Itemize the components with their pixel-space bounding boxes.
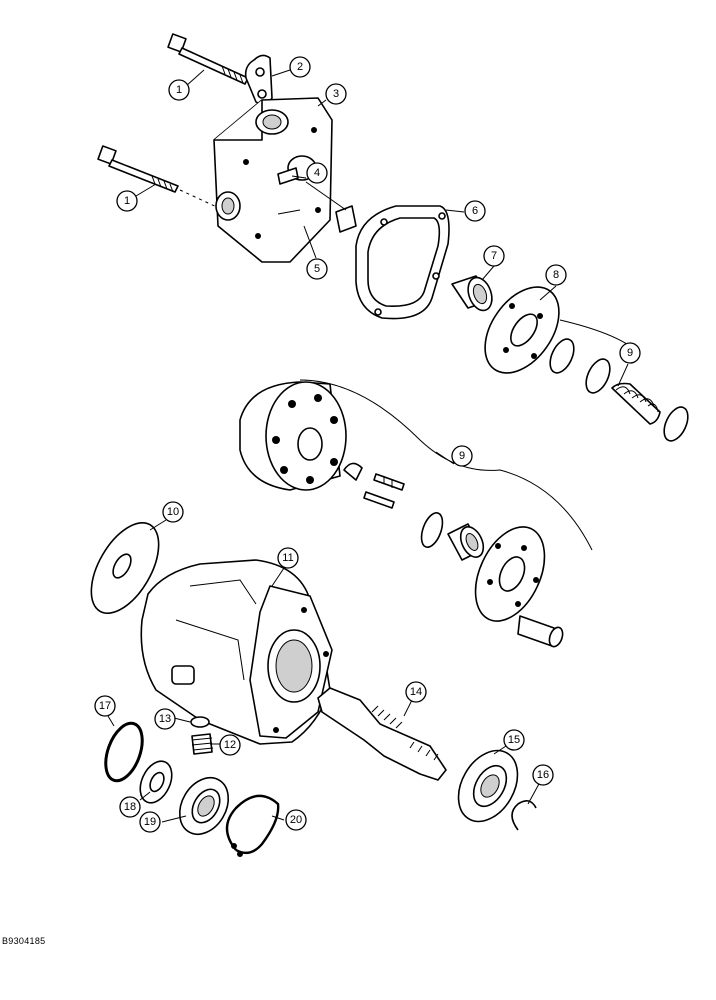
callout-label: 3 — [333, 88, 339, 100]
thrust-washer — [90, 521, 160, 615]
pump-housing — [140, 559, 333, 745]
callout-1-lower: 1 — [116, 190, 138, 212]
callout-label: 8 — [553, 269, 559, 281]
callout-label: 6 — [472, 205, 478, 217]
bolt-lower — [97, 145, 233, 215]
spring-assembly — [549, 338, 689, 442]
callout-label: 18 — [124, 801, 136, 813]
spacer-washer — [139, 760, 173, 804]
end-cover — [213, 97, 333, 263]
valve-plate-lower — [474, 526, 546, 622]
callout-label: 19 — [144, 816, 156, 828]
callout-3: 3 — [325, 83, 347, 105]
retaining-ring-large — [225, 794, 280, 857]
callout-label: 15 — [508, 734, 520, 746]
callout-12: 12 — [219, 734, 241, 756]
cylinder-pins — [343, 462, 405, 509]
callout-9-lower: 9 — [451, 445, 473, 467]
retainer-ring-lower — [420, 512, 444, 548]
figure-code: B9304185 — [2, 936, 46, 946]
callout-label: 13 — [159, 713, 171, 725]
callout-label: 16 — [537, 769, 549, 781]
callout-14: 14 — [405, 681, 427, 703]
o-ring-small — [190, 716, 210, 728]
callout-9-upper: 9 — [619, 342, 641, 364]
callout-13: 13 — [154, 708, 176, 730]
sleeve-tube — [517, 615, 564, 648]
callout-label: 5 — [314, 263, 320, 275]
callout-20: 20 — [285, 809, 307, 831]
o-ring-large — [104, 721, 144, 783]
ball-bearing — [457, 749, 519, 823]
dowel-pins — [277, 167, 357, 233]
callout-label: 14 — [410, 686, 422, 698]
leader-lines — [107, 69, 629, 823]
callout-label: 4 — [314, 167, 320, 179]
callout-10: 10 — [162, 501, 184, 523]
callout-label: 11 — [282, 552, 293, 564]
callout-8: 8 — [545, 264, 567, 286]
callout-label: 10 — [167, 506, 179, 518]
callout-label: 9 — [459, 450, 465, 462]
callout-label: 1 — [176, 84, 182, 96]
callout-2: 2 — [289, 56, 311, 78]
plug — [191, 733, 214, 755]
needle-bearing-upper — [451, 275, 493, 312]
needle-bearing-lower — [447, 523, 485, 561]
callout-label: 17 — [99, 700, 111, 712]
snap-ring-small — [511, 800, 537, 831]
callout-label: 2 — [297, 61, 303, 73]
callout-16: 16 — [532, 764, 554, 786]
bolt-upper — [167, 33, 249, 85]
callout-18: 18 — [119, 796, 141, 818]
callout-17: 17 — [94, 695, 116, 717]
gasket-plate — [244, 54, 273, 106]
callout-7: 7 — [483, 245, 505, 267]
shaft-seal — [178, 776, 230, 836]
callout-15: 15 — [503, 729, 525, 751]
callout-label: 20 — [290, 814, 302, 826]
callout-6: 6 — [464, 200, 486, 222]
callout-label: 9 — [627, 347, 633, 359]
callout-4: 4 — [306, 162, 328, 184]
valve-plate-upper — [484, 286, 560, 374]
callout-label: 1 — [124, 195, 130, 207]
cylinder-block — [239, 381, 347, 491]
callout-label: 12 — [224, 739, 236, 751]
callout-label: 7 — [491, 250, 497, 262]
callout-19: 19 — [139, 811, 161, 833]
rotating-group-outline — [299, 319, 641, 551]
drive-shaft — [317, 687, 447, 781]
callout-1-upper: 1 — [168, 79, 190, 101]
housing-gasket — [355, 205, 450, 320]
callout-11: 11 — [277, 547, 299, 569]
callout-5: 5 — [306, 258, 328, 280]
